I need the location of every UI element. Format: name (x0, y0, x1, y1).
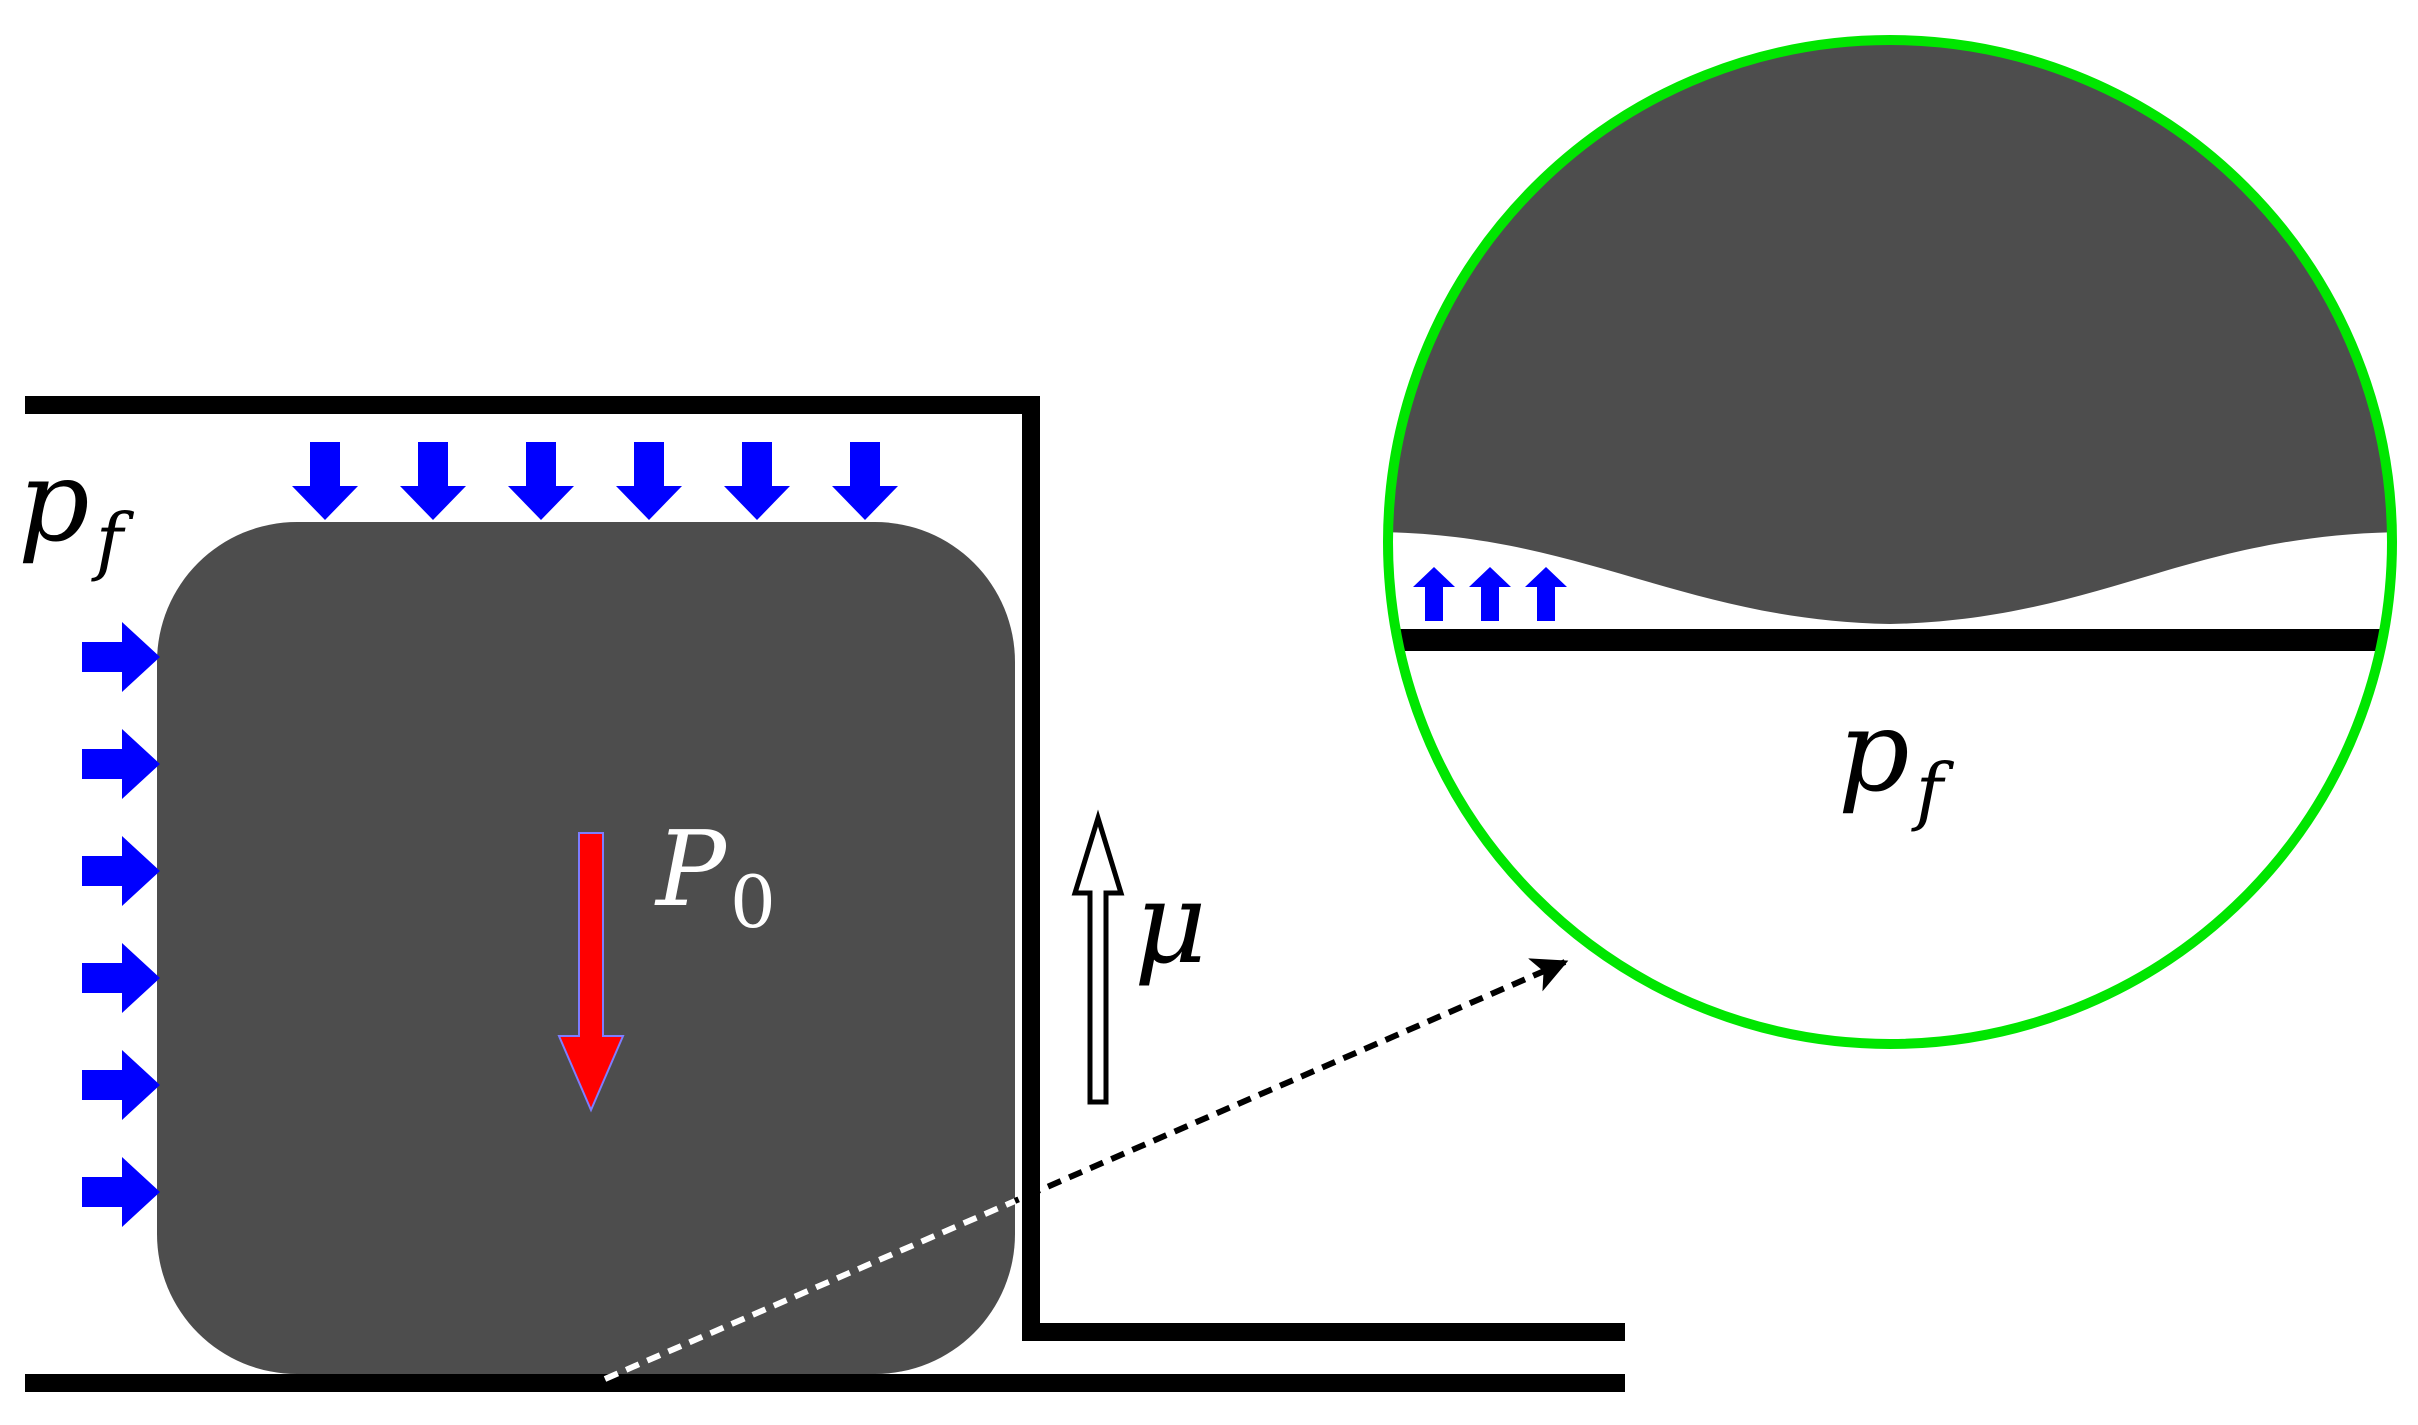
pressure-arrow-icon (82, 1157, 160, 1227)
load-label: P0 (654, 808, 776, 944)
pressure-arrow-icon (400, 442, 466, 520)
pressure-arrow-icon (832, 442, 898, 520)
pressure-arrow-icon (1413, 567, 1455, 621)
zoom-inset: pf (1383, 35, 2397, 1049)
fluid-pressure-label: pf (18, 437, 135, 584)
zoom-pressure-arrows (1413, 567, 1567, 621)
left-pressure-arrows (82, 622, 160, 1227)
pressure-arrow-icon (508, 442, 574, 520)
pressure-arrow-icon (82, 1050, 160, 1120)
pressure-arrow-icon (82, 729, 160, 799)
pressure-arrow-icon (82, 943, 160, 1013)
zoom-body-surface (1388, 40, 2392, 624)
pressure-arrow-icon (82, 836, 160, 906)
friction-label: μ (1134, 859, 1207, 989)
top-pressure-arrows (292, 442, 898, 520)
red-down-arrow-icon (557, 832, 625, 1113)
pressure-arrow-icon (1469, 567, 1511, 621)
top-wall (25, 396, 1625, 1341)
hollow-up-arrow-icon (1071, 809, 1125, 1105)
pressure-arrow-icon (724, 442, 790, 520)
dashed-pointer-overlay (603, 1198, 1017, 1382)
pressure-arrow-icon (292, 442, 358, 520)
container-walls (25, 396, 1625, 1392)
zoom-ring (1383, 35, 2397, 1049)
pressure-arrow-icon (1525, 567, 1567, 621)
pressure-arrow-icon (616, 442, 682, 520)
pressure-arrow-icon (82, 622, 160, 692)
